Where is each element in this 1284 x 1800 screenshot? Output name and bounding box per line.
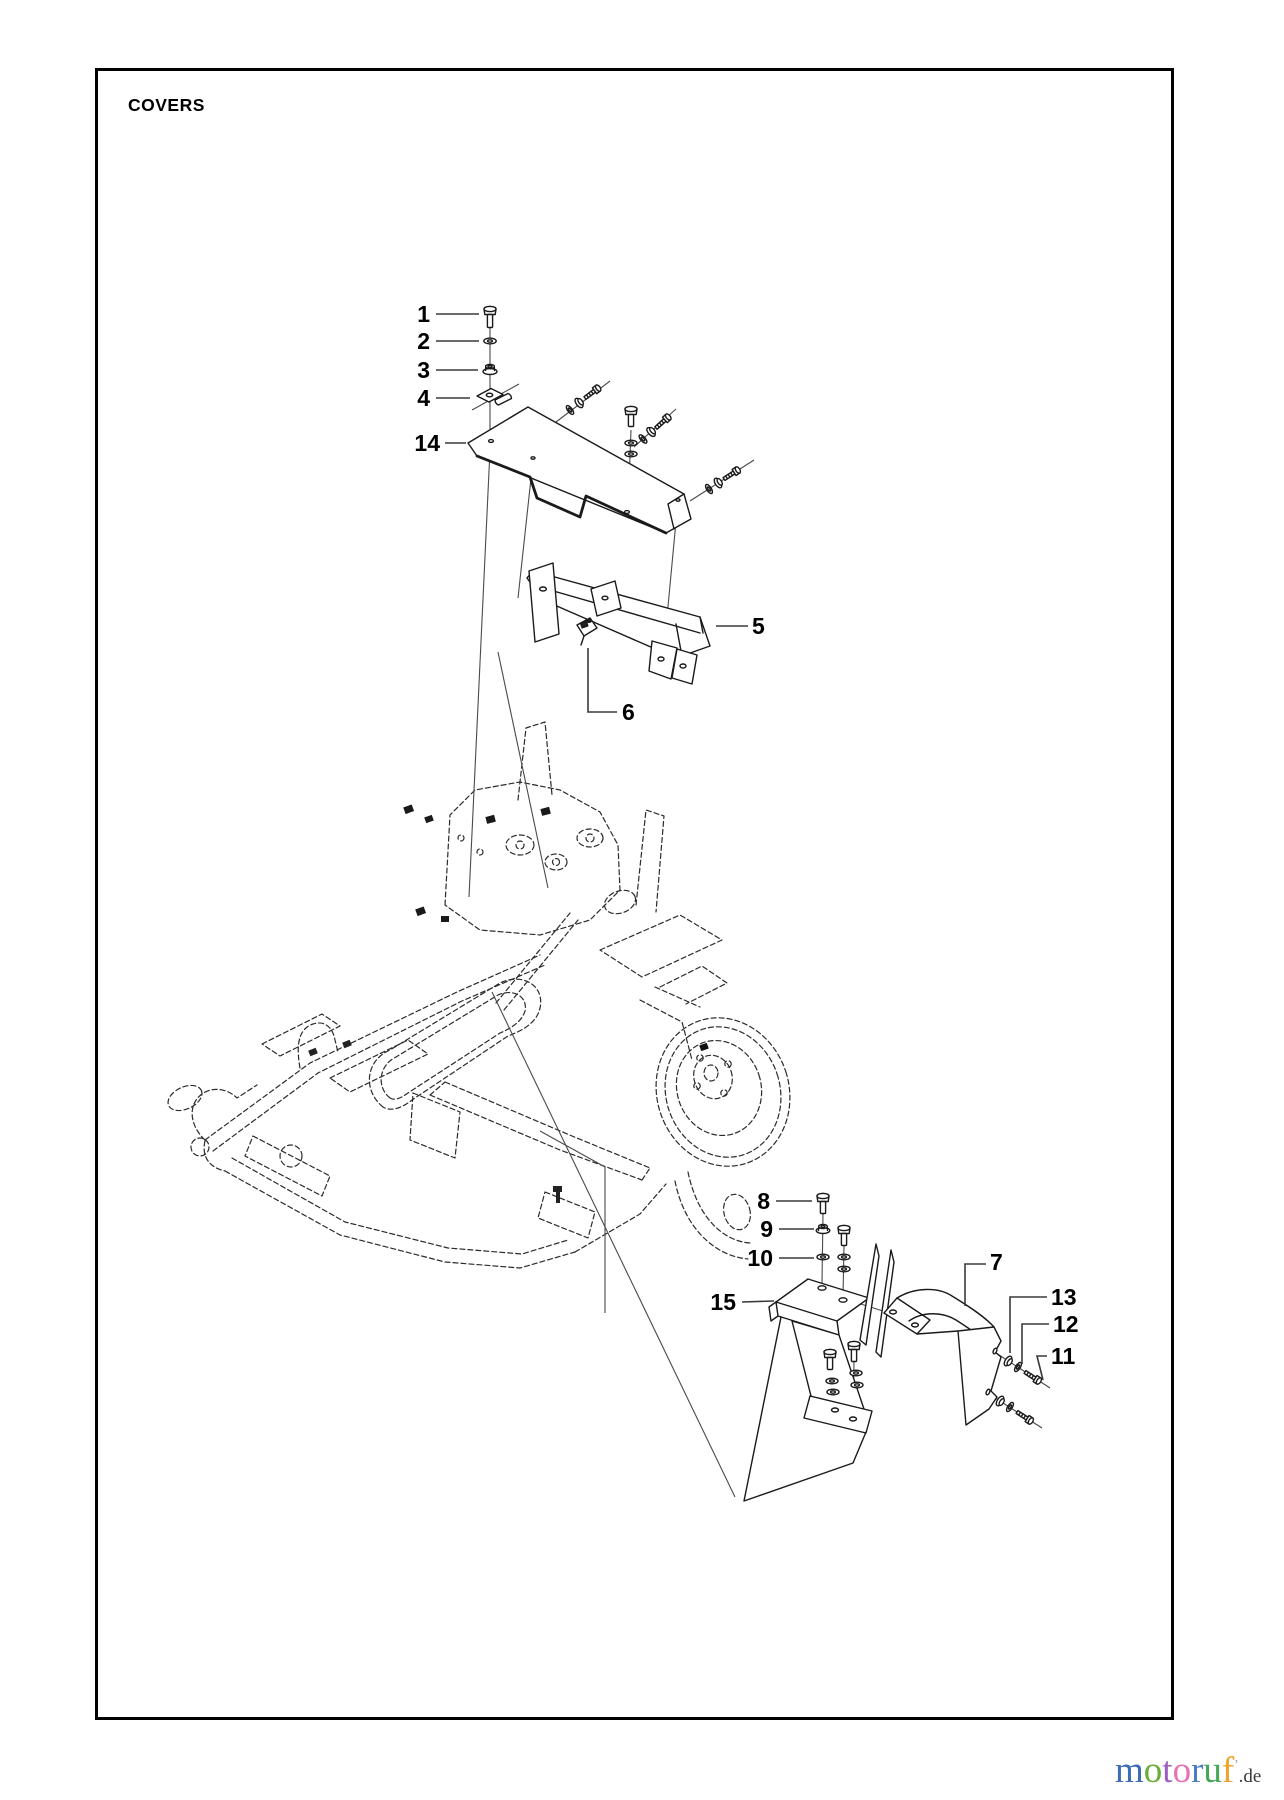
deck-rear-edge <box>204 954 541 1141</box>
part-1-bolt <box>483 305 497 329</box>
engine-fasteners <box>403 804 551 922</box>
callout-label-7: 7 <box>990 1249 1003 1275</box>
callout-label-14: 14 <box>414 430 440 456</box>
part-13-nut <box>1002 1354 1015 1369</box>
leader-line-6 <box>587 648 617 713</box>
mower-body-illustration <box>167 721 791 1269</box>
part-5-bracket <box>526 562 711 685</box>
drive-belt <box>368 978 542 1110</box>
deck-access-panel <box>329 1039 429 1093</box>
leader-line-15 <box>741 1300 775 1303</box>
deck-bolt <box>308 1039 562 1203</box>
rear-wheel <box>655 1017 791 1167</box>
callout-label-13: 13 <box>1051 1284 1077 1310</box>
part-9-locknut <box>815 1223 831 1235</box>
watermark-letter: o <box>1143 1750 1163 1791</box>
part-3-locknut <box>482 363 498 376</box>
assembly-axis-lines <box>468 312 1051 1498</box>
leader-line-11 <box>1035 1355 1047 1381</box>
leader-line-12 <box>1021 1323 1049 1364</box>
support-arm-right <box>635 809 665 913</box>
callout-label-5: 5 <box>752 613 765 639</box>
part-15-bracket <box>743 1278 873 1502</box>
fastener-stack-items-1-4 <box>476 305 513 406</box>
wheel-lug-nuts <box>693 1042 732 1097</box>
part-10-washer <box>816 1253 830 1261</box>
watermark-letter: u <box>1203 1750 1222 1791</box>
callout-label-15: 15 <box>710 1289 736 1315</box>
watermark-letter: m <box>1115 1750 1144 1791</box>
watermark-letter: r <box>1191 1750 1204 1791</box>
callout-label-1: 1 <box>417 301 430 327</box>
leader-line-7 <box>964 1263 986 1306</box>
page-title: COVERS <box>128 95 205 115</box>
part-2-washer <box>483 337 497 345</box>
part-14-top-cover <box>467 383 743 535</box>
engine-outline <box>444 781 621 936</box>
leader-line-13 <box>1009 1296 1047 1353</box>
part-11-bolt <box>1022 1368 1044 1386</box>
fastener-stack-items-8-10 <box>815 1192 851 1273</box>
callout-label-3: 3 <box>417 357 430 383</box>
watermark-domain-suffix: .de <box>1238 1766 1262 1787</box>
watermark-letter: f <box>1221 1750 1235 1791</box>
watermark-wordmark: motoruf <box>1115 1750 1234 1791</box>
part-7-cover <box>859 1243 1044 1426</box>
support-arm-left <box>517 721 553 801</box>
deck-front-edge <box>224 1170 576 1269</box>
callout-label-6: 6 <box>622 699 635 725</box>
callout-label-4: 4 <box>417 385 430 411</box>
part-4-clip <box>476 387 513 406</box>
callout-label-8: 8 <box>757 1188 770 1214</box>
page-border <box>95 68 1174 1720</box>
deck-access-panel <box>261 1013 341 1057</box>
callout-label-12: 12 <box>1053 1311 1079 1337</box>
fasteners-11-12-13 <box>994 1354 1044 1426</box>
watermark-logo: motoruf’.de <box>1115 1752 1261 1789</box>
watermark-letter: t <box>1162 1750 1173 1791</box>
callout-label-2: 2 <box>417 328 430 354</box>
callout-label-10: 10 <box>747 1245 773 1271</box>
callout-label-11: 11 <box>1051 1343 1076 1369</box>
watermark-tm-mark: ’ <box>1234 1756 1239 1772</box>
part-6-clip <box>576 617 598 646</box>
callout-label-9: 9 <box>760 1216 773 1242</box>
watermark-letter: o <box>1172 1750 1192 1791</box>
part-8-bolt <box>816 1192 830 1215</box>
